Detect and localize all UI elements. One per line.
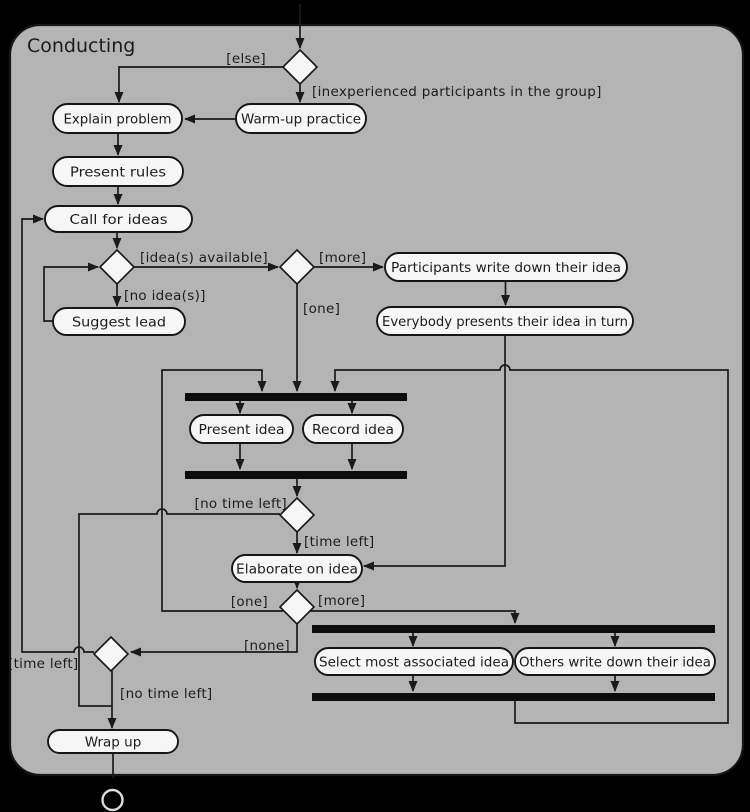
decision-ideas-available xyxy=(98,248,136,286)
svg-text:Record idea: Record idea xyxy=(312,422,394,438)
fork-bar-present-record xyxy=(185,393,407,401)
edge-time-left-loop-to-call xyxy=(21,214,94,653)
guard-inexperienced: [inexperienced participants in the group… xyxy=(312,84,602,100)
node-warm-up-practice: Warm-up practice xyxy=(235,103,367,134)
activity-final-icon xyxy=(101,788,124,812)
svg-text:Suggest lead: Suggest lead xyxy=(72,315,166,331)
edge-no-time-left-bypass xyxy=(78,508,280,707)
guard-time-left-mid: [time left] xyxy=(304,534,375,550)
svg-text:Present rules: Present rules xyxy=(70,165,166,181)
node-wrap-up: Wrap up xyxy=(47,729,179,754)
node-suggest-lead: Suggest lead xyxy=(52,307,186,336)
node-select-most-associated: Select most associated idea xyxy=(314,647,514,676)
decision-experience xyxy=(281,48,319,86)
guard-none: [none] xyxy=(244,638,290,654)
guard-more-bottom: [more] xyxy=(318,593,365,609)
svg-text:Call for ideas: Call for ideas xyxy=(70,212,168,228)
guard-one-top: [one] xyxy=(303,301,340,317)
node-present-idea: Present idea xyxy=(189,414,294,444)
decision-elaborate-count xyxy=(278,588,316,626)
decision-time-left xyxy=(278,496,316,534)
edge-else-to-explain xyxy=(114,66,283,103)
node-explain-problem: Explain problem xyxy=(52,103,183,134)
node-participants-write: Participants write down their idea xyxy=(384,252,628,282)
edge-one-loop-to-fork xyxy=(161,369,283,612)
guard-ideas-available: [idea(s) available] xyxy=(140,250,268,266)
svg-text:Everybody presents their idea: Everybody presents their idea in turn xyxy=(382,314,628,330)
guard-no-time-left-mid: [no time left] xyxy=(195,496,288,512)
svg-text:Others write down their idea: Others write down their idea xyxy=(519,655,711,671)
svg-text:Elaborate on idea: Elaborate on idea xyxy=(236,562,358,578)
edge-everybody-to-elaborate xyxy=(363,335,506,571)
svg-text:Present idea: Present idea xyxy=(199,422,285,438)
frame-title: Conducting xyxy=(27,35,135,57)
edge-suggest-loop xyxy=(43,262,99,322)
svg-text:Warm-up practice: Warm-up practice xyxy=(241,112,361,128)
join-bar-select-others xyxy=(312,693,715,701)
edge-none-to-merge xyxy=(130,624,298,657)
guard-no-time-left-end: [no time left] xyxy=(120,686,213,702)
guard-time-left-loop: [time left] xyxy=(8,656,79,672)
node-record-idea: Record idea xyxy=(302,414,404,444)
merge-time-check xyxy=(92,635,130,673)
svg-text:Participants write down their: Participants write down their idea xyxy=(391,260,621,276)
svg-text:Explain problem: Explain problem xyxy=(64,112,172,128)
guard-one-bottom: [one] xyxy=(231,594,268,610)
join-bar-present-record xyxy=(185,471,407,479)
svg-text:Wrap up: Wrap up xyxy=(85,735,142,751)
guard-more-top: [more] xyxy=(319,250,366,266)
node-call-for-ideas: Call for ideas xyxy=(44,205,193,233)
node-others-write-down: Others write down their idea xyxy=(514,647,716,676)
node-present-rules: Present rules xyxy=(52,156,184,187)
node-everybody-presents: Everybody presents their idea in turn xyxy=(376,306,634,336)
decision-idea-count xyxy=(278,248,316,286)
guard-no-ideas: [no idea(s)] xyxy=(124,288,206,304)
guard-else: [else] xyxy=(226,51,266,67)
node-elaborate-on-idea: Elaborate on idea xyxy=(231,554,363,583)
fork-bar-select-others xyxy=(312,625,715,633)
svg-text:Select most associated idea: Select most associated idea xyxy=(319,655,509,671)
edge-more-to-fork2 xyxy=(310,610,520,624)
edge-join-loop-to-fork xyxy=(330,364,729,724)
